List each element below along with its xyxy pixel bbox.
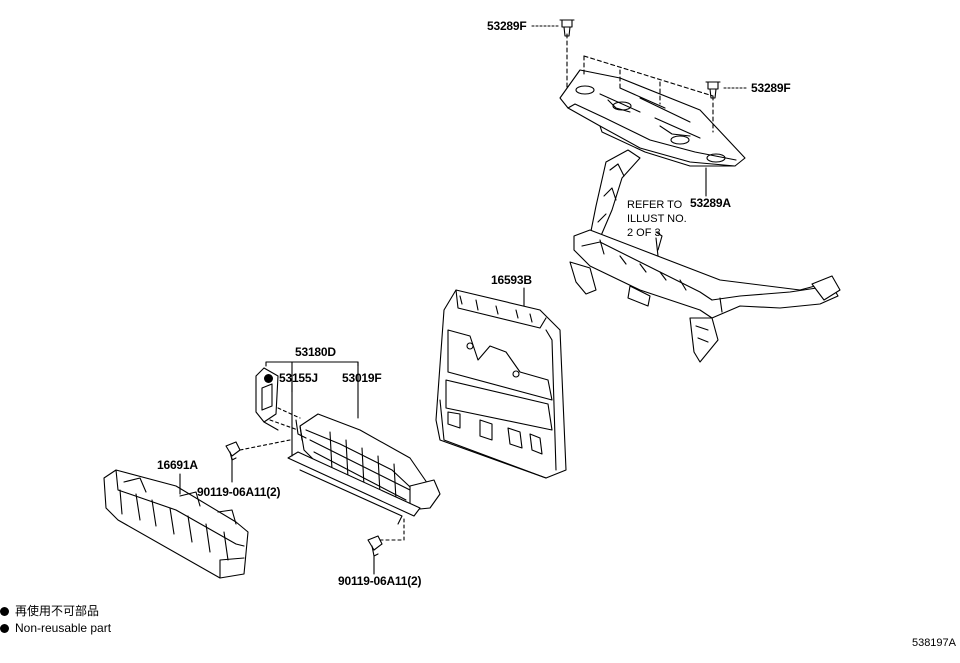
- bolt-upper: [225, 441, 241, 461]
- lower-seal-strip: [287, 451, 421, 517]
- lower-grille-frame: [103, 469, 249, 579]
- callout-16691a[interactable]: 16691A: [157, 458, 198, 472]
- clip-fastener-right: [705, 81, 721, 99]
- legend-jp-text: 再使用不可部品: [15, 604, 100, 618]
- grille-shutter-assembly: [295, 413, 441, 511]
- non-reusable-marker-icon: [264, 374, 273, 383]
- upper-cover-plate: [559, 33, 746, 167]
- callout-53289f-top[interactable]: 53289F: [487, 19, 527, 33]
- callout-53180d[interactable]: 53180D: [295, 345, 336, 359]
- legend-en-text: Non-reusable part: [15, 621, 112, 635]
- callout-53019f[interactable]: 53019F: [342, 371, 382, 385]
- callout-53289f-right[interactable]: 53289F: [751, 81, 791, 95]
- callout-90119-upper[interactable]: 90119-06A11(2): [197, 485, 281, 499]
- callout-90119-lower[interactable]: 90119-06A11(2): [338, 574, 422, 588]
- bolt-lower: [367, 535, 383, 557]
- diagram-id: 538197A: [911, 637, 956, 649]
- legend-row-en: Non-reusable part: [0, 621, 111, 635]
- radiator-support-frame: [569, 149, 841, 363]
- callout-53289a[interactable]: 53289A: [690, 196, 731, 210]
- refer-illustration-note: REFER TO ILLUST NO. 2 OF 3: [627, 199, 687, 239]
- shutter-bracket: [255, 367, 279, 431]
- callout-53155j[interactable]: 53155J: [264, 371, 318, 385]
- callout-16593b[interactable]: 16593B: [491, 273, 532, 287]
- legend-dot-icon: [0, 624, 9, 633]
- legend-dot-icon: [0, 607, 9, 616]
- legend-row-jp: 再使用不可部品: [0, 604, 99, 618]
- air-duct-panel: [435, 289, 567, 479]
- clip-fastener-top: [559, 19, 575, 37]
- callout-53155j-text: 53155J: [279, 371, 318, 385]
